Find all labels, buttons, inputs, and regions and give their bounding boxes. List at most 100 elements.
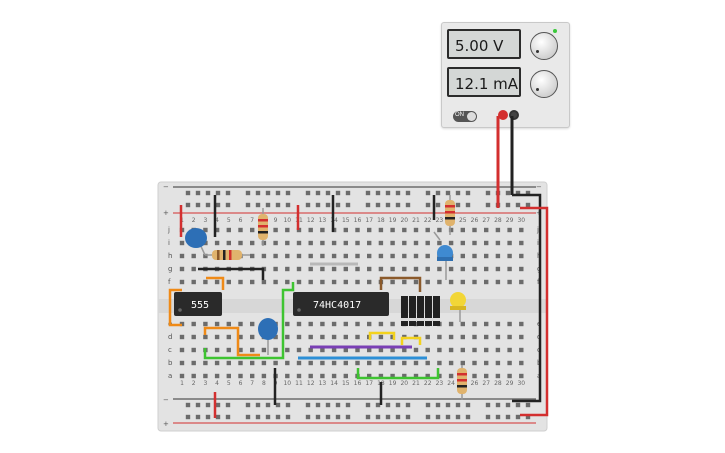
- breadboard-hole[interactable]: [507, 253, 512, 259]
- rail-hole[interactable]: [285, 414, 291, 420]
- breadboard-hole[interactable]: [250, 240, 255, 246]
- breadboard-hole[interactable]: [472, 279, 477, 285]
- breadboard-hole[interactable]: [378, 321, 384, 327]
- breadboard-hole[interactable]: [402, 347, 407, 353]
- breadboard-hole[interactable]: [448, 360, 454, 366]
- breadboard-hole[interactable]: [402, 373, 407, 379]
- rail-hole[interactable]: [225, 402, 231, 408]
- breadboard-hole[interactable]: [331, 347, 337, 353]
- breadboard-hole[interactable]: [191, 334, 196, 340]
- breadboard-hole[interactable]: [331, 266, 337, 272]
- breadboard-hole[interactable]: [203, 279, 208, 285]
- breadboard-hole[interactable]: [285, 279, 290, 285]
- rail-hole[interactable]: [525, 402, 531, 408]
- rail-hole[interactable]: [275, 202, 281, 208]
- breadboard-hole[interactable]: [226, 373, 231, 379]
- breadboard-hole[interactable]: [320, 373, 325, 379]
- rail-hole[interactable]: [255, 402, 261, 408]
- rail-hole[interactable]: [485, 402, 491, 408]
- breadboard-hole[interactable]: [331, 321, 337, 327]
- rail-hole[interactable]: [315, 202, 321, 208]
- rail-hole[interactable]: [255, 414, 261, 420]
- rail-hole[interactable]: [315, 402, 321, 408]
- breadboard-hole[interactable]: [273, 253, 278, 259]
- rail-hole[interactable]: [445, 414, 451, 420]
- breadboard-hole[interactable]: [425, 240, 430, 246]
- rail-hole[interactable]: [455, 414, 461, 420]
- rail-hole[interactable]: [275, 402, 281, 408]
- breadboard-hole[interactable]: [472, 253, 477, 259]
- breadboard-hole[interactable]: [355, 227, 360, 233]
- capacitor-2[interactable]: [258, 318, 278, 355]
- rail-hole[interactable]: [505, 402, 511, 408]
- breadboard-hole[interactable]: [343, 321, 348, 327]
- breadboard-hole[interactable]: [507, 347, 512, 353]
- breadboard-hole[interactable]: [285, 227, 290, 233]
- breadboard-hole[interactable]: [390, 266, 395, 272]
- rail-hole[interactable]: [225, 190, 231, 196]
- rail-hole[interactable]: [375, 414, 381, 420]
- breadboard-hole[interactable]: [250, 321, 255, 327]
- breadboard-hole[interactable]: [320, 334, 325, 340]
- rail-hole[interactable]: [285, 402, 291, 408]
- rail-hole[interactable]: [515, 202, 521, 208]
- rail-hole[interactable]: [305, 414, 311, 420]
- breadboard-hole[interactable]: [308, 240, 313, 246]
- rail-hole[interactable]: [215, 402, 221, 408]
- rail-hole[interactable]: [365, 402, 371, 408]
- resistor-2[interactable]: [205, 250, 250, 260]
- breadboard-hole[interactable]: [191, 253, 196, 259]
- rail-hole[interactable]: [425, 402, 431, 408]
- breadboard-hole[interactable]: [261, 360, 267, 366]
- breadboard-hole[interactable]: [355, 266, 360, 272]
- breadboard-hole[interactable]: [238, 240, 243, 246]
- breadboard-hole[interactable]: [437, 373, 442, 379]
- breadboard-hole[interactable]: [425, 279, 430, 285]
- breadboard-hole[interactable]: [484, 227, 489, 233]
- breadboard-hole[interactable]: [378, 227, 384, 233]
- rail-hole[interactable]: [205, 402, 211, 408]
- breadboard-hole[interactable]: [320, 266, 325, 272]
- breadboard-hole[interactable]: [437, 347, 442, 353]
- breadboard-hole[interactable]: [390, 240, 395, 246]
- breadboard-hole[interactable]: [238, 373, 243, 379]
- rail-hole[interactable]: [265, 202, 271, 208]
- breadboard-hole[interactable]: [214, 240, 220, 246]
- rail-hole[interactable]: [205, 414, 211, 420]
- breadboard-hole[interactable]: [519, 334, 524, 340]
- breadboard-hole[interactable]: [472, 360, 477, 366]
- breadboard-hole[interactable]: [425, 360, 430, 366]
- breadboard-hole[interactable]: [308, 266, 313, 272]
- rail-hole[interactable]: [335, 402, 341, 408]
- breadboard-hole[interactable]: [296, 253, 302, 259]
- breadboard-hole[interactable]: [179, 279, 185, 285]
- breadboard-hole[interactable]: [285, 240, 290, 246]
- breadboard-hole[interactable]: [273, 240, 278, 246]
- breadboard-hole[interactable]: [355, 334, 360, 340]
- breadboard-hole[interactable]: [343, 240, 348, 246]
- breadboard-hole[interactable]: [495, 321, 501, 327]
- breadboard-hole[interactable]: [261, 347, 267, 353]
- breadboard-hole[interactable]: [425, 334, 430, 340]
- breadboard-hole[interactable]: [378, 373, 384, 379]
- rail-hole[interactable]: [375, 202, 381, 208]
- rail-hole[interactable]: [225, 414, 231, 420]
- breadboard-hole[interactable]: [179, 266, 185, 272]
- breadboard-hole[interactable]: [296, 373, 302, 379]
- wire-side-red[interactable]: [520, 206, 549, 417]
- breadboard-hole[interactable]: [390, 373, 395, 379]
- breadboard-hole[interactable]: [308, 227, 313, 233]
- breadboard-hole[interactable]: [285, 334, 290, 340]
- breadboard-hole[interactable]: [413, 373, 419, 379]
- led-yellow[interactable]: [450, 292, 466, 322]
- breadboard-hole[interactable]: [250, 279, 255, 285]
- breadboard-hole[interactable]: [214, 360, 220, 366]
- capacitor-1[interactable]: [185, 228, 207, 256]
- rail-hole[interactable]: [425, 414, 431, 420]
- rail-hole[interactable]: [285, 190, 291, 196]
- rail-hole[interactable]: [395, 202, 401, 208]
- breadboard-hole[interactable]: [343, 227, 348, 233]
- rail-hole[interactable]: [305, 402, 311, 408]
- rail-hole[interactable]: [405, 202, 411, 208]
- breadboard-hole[interactable]: [402, 266, 407, 272]
